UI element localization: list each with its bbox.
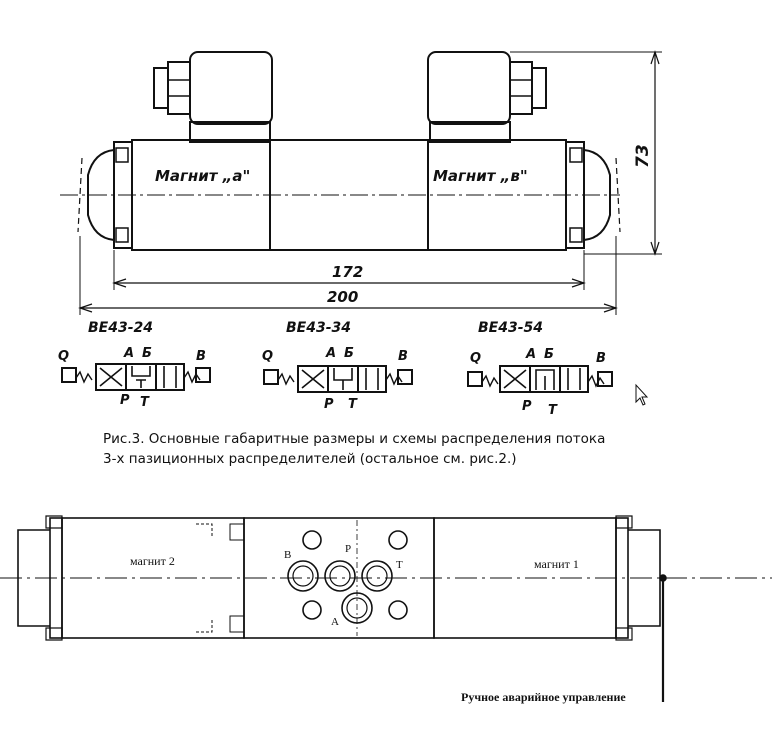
magnet-1-label: магнит 1 (534, 557, 579, 571)
cross-arrows-icon (301, 369, 325, 389)
mouse-cursor-icon (635, 383, 649, 406)
port-b-label: Б (142, 346, 152, 361)
port-p-label: Р (120, 393, 130, 408)
left-end-cap-outline (17, 529, 50, 627)
right-connector-housing (427, 51, 511, 125)
center-position-icon (131, 366, 151, 388)
port-p-label: Р (324, 397, 334, 412)
port-q-label: Q (262, 349, 273, 364)
port-a-letter: А (331, 616, 339, 628)
solenoid-right-icon (597, 371, 613, 387)
port-q-label: Q (58, 349, 69, 364)
parallel-arrows-icon (163, 366, 177, 388)
port-holes (287, 520, 408, 636)
solenoid-left-icon (61, 367, 77, 383)
left-end-plate (113, 141, 133, 249)
caption-line-2: 3-х пазиционных распределителей (остальн… (103, 451, 517, 467)
left-connector-gland (167, 61, 191, 115)
left-end-cap (87, 149, 115, 241)
dim-172-value: 172 (332, 263, 363, 281)
right-end-plate (565, 141, 585, 249)
port-v-label: В (596, 351, 606, 366)
port-p-label: Р (522, 399, 532, 414)
dim-200-value: 200 (327, 288, 358, 306)
center-position-icon (333, 368, 353, 390)
port-t-label: Т (140, 395, 150, 410)
right-end-cap (583, 149, 611, 241)
port-t-label: Т (348, 397, 358, 412)
left-connector-housing (189, 51, 273, 125)
port-b-label: Б (544, 347, 554, 362)
magnet-2-label: магнит 2 (130, 554, 175, 568)
scheme-ve43-34: ВЕ43-34 Q А Б В Р Т (262, 320, 413, 412)
port-v-label: В (398, 349, 408, 364)
port-b-label: Б (344, 346, 354, 361)
magnet-b-label: Магнит „в" (433, 167, 528, 185)
spring-right-icon (587, 374, 605, 388)
right-connector-gland (509, 61, 533, 115)
center-position-icon (535, 369, 555, 390)
left-connector-nut (153, 67, 169, 109)
spring-left-icon (75, 370, 93, 384)
mounting-hole-icon (388, 600, 408, 620)
right-end-plate (615, 517, 629, 639)
parallel-arrows-icon (567, 368, 581, 390)
scheme-ve43-24: ВЕ43-24 Q А Б В Р Т (58, 320, 211, 410)
port-a-label: А (123, 346, 134, 361)
spring-left-icon (481, 374, 499, 388)
port-p-letter: Р (345, 543, 351, 555)
spool-box-right (559, 365, 589, 393)
port-t-label: Т (548, 403, 558, 418)
port-q-label: Q (470, 351, 481, 366)
mounting-hole-icon (302, 530, 322, 550)
top-valve-drawing (60, 50, 662, 315)
mounting-hole-icon (388, 530, 408, 550)
port-a-label: А (325, 346, 336, 361)
mounting-hole-icon (302, 600, 322, 620)
port-b-hole-icon (287, 560, 319, 592)
port-p-hole-icon (324, 560, 356, 592)
solenoid-left-icon (467, 371, 483, 387)
spool-box-right (155, 363, 185, 391)
scheme-model-label: ВЕ43-54 (478, 320, 543, 336)
caption-line-1: Рис.3. Основные габаритные размеры и схе… (103, 431, 606, 447)
solenoid-right-icon (397, 369, 413, 385)
left-connector-base (189, 121, 271, 143)
right-connector-base (429, 121, 511, 143)
dim-73-value: 73 (633, 144, 653, 168)
port-a-label: А (525, 347, 536, 362)
solenoid-right-icon (195, 367, 211, 383)
scheme-ve43-54: ВЕ43-54 Q А Б В Р Т (467, 320, 613, 418)
figure-caption: Рис.3. Основные габаритные размеры и схе… (103, 429, 663, 469)
port-t-letter: Т (396, 559, 403, 571)
scheme-model-label: ВЕ43-34 (286, 320, 351, 336)
spring-left-icon (277, 372, 295, 386)
spring-right-icon (183, 370, 201, 384)
spring-right-icon (385, 372, 403, 386)
port-t-hole-icon (361, 560, 393, 592)
right-connector-nut (531, 67, 547, 109)
parallel-arrows-icon (365, 368, 379, 390)
cross-arrows-icon (503, 369, 527, 389)
magnet-a-label: Магнит „а" (155, 167, 250, 185)
spool-box-right (357, 365, 387, 393)
scheme-model-label: ВЕ43-24 (88, 320, 153, 336)
port-b-letter: В (284, 549, 291, 561)
bottom-valve-drawing (0, 515, 772, 702)
port-v-label: В (196, 349, 206, 364)
solenoid-left-icon (263, 369, 279, 385)
manual-control-label: Ручное аварийное управление (461, 690, 626, 704)
cross-arrows-icon (99, 367, 123, 387)
